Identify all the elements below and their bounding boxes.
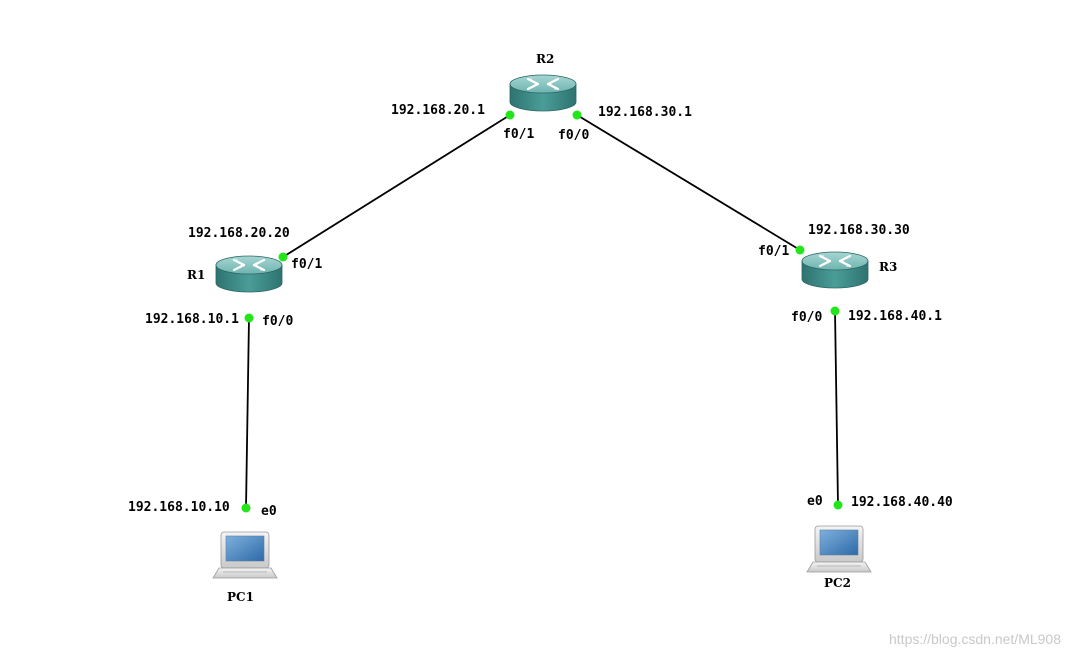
port-label-r1-f0-0: f0/0 [262,314,293,329]
pc-pc1[interactable] [212,531,278,579]
port-label-r3-f0-0: f0/0 [791,310,822,325]
watermark-text: https://blog.csdn.net/ML908 [889,631,1061,647]
ip-label-r3-f0-0: 192.168.40.1 [848,309,942,324]
ip-label-r2-f0-1: 192.168.20.1 [391,103,485,118]
port-label-pc2-e0: e0 [807,494,823,509]
port-label-r2-f0-1: f0/1 [503,127,534,142]
router-r2[interactable] [508,73,578,113]
port-dot-r2-f0-0[interactable] [572,110,582,120]
port-label-pc1-e0: e0 [261,504,277,519]
port-dot-r1-f0-1[interactable] [278,252,288,262]
ip-label-r1-f0-1: 192.168.20.20 [188,226,290,241]
pc-pc2[interactable] [806,525,872,573]
ip-label-pc2-e0: 192.168.40.40 [851,495,953,510]
link-r1-r2[interactable] [282,114,511,258]
port-dot-pc2-e0[interactable] [833,500,843,510]
ip-label-pc1-e0: 192.168.10.10 [128,500,230,515]
computer-icon [212,531,278,579]
port-label-r2-f0-0: f0/0 [558,128,589,143]
device-name-r2: R2 [536,52,554,66]
ip-label-r1-f0-0: 192.168.10.1 [145,312,239,327]
link-r2-r3[interactable] [576,114,801,251]
port-label-r1-f0-1: f0/1 [291,257,322,272]
device-name-r3: R3 [879,260,897,274]
router-icon [214,254,284,294]
port-dot-r2-f0-1[interactable] [505,110,515,120]
link-r3-pc2[interactable] [834,310,839,506]
router-icon [508,73,578,113]
port-label-r3-f0-1: f0/1 [758,244,789,259]
port-dot-pc1-e0[interactable] [241,503,251,513]
port-dot-r3-f0-1[interactable] [795,245,805,255]
router-r3[interactable] [800,250,870,290]
link-r1-pc1[interactable] [245,317,250,509]
device-name-pc1: PC1 [227,590,254,604]
computer-icon [806,525,872,573]
router-r1[interactable] [214,254,284,294]
ip-label-r2-f0-0: 192.168.30.1 [598,105,692,120]
device-name-pc2: PC2 [824,576,851,590]
router-icon [800,250,870,290]
port-dot-r1-f0-0[interactable] [244,313,254,323]
device-name-r1: R1 [187,268,205,282]
port-dot-r3-f0-0[interactable] [830,306,840,316]
ip-label-r3-f0-1: 192.168.30.30 [808,223,910,238]
